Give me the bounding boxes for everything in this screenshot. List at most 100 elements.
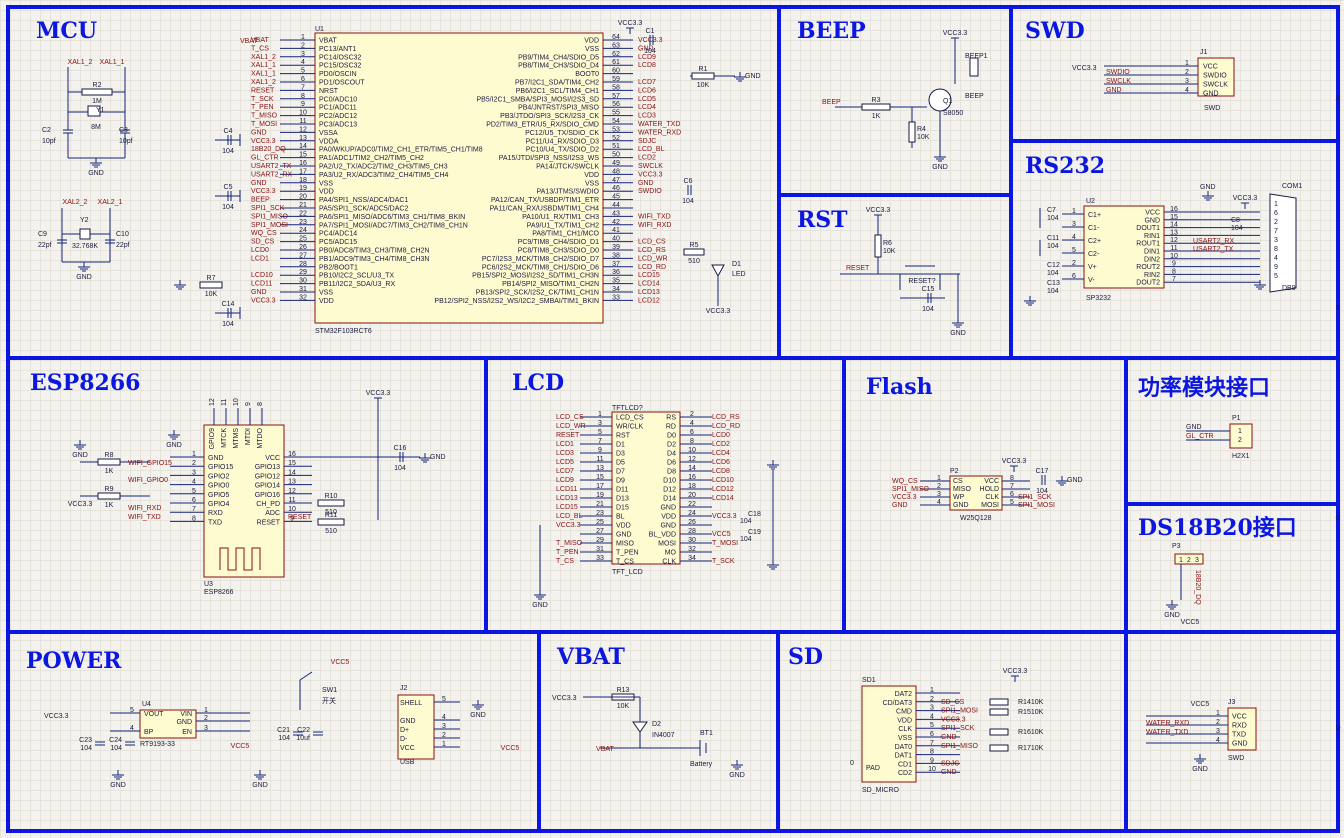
pin-number: 11 [596, 456, 603, 463]
buzzer [969, 57, 979, 77]
pin-name: PC12/U5_TX/SDIO_CK [525, 130, 599, 137]
frame-zone-mark: A [1336, 95, 1341, 102]
pin-number: 5 [442, 696, 446, 703]
connector-ref: P1 [1232, 415, 1241, 422]
pin-name: PA10/U1_RX/TIM1_CH3 [522, 214, 599, 221]
ground-label: GND [1200, 184, 1216, 191]
pin-name: CMD [896, 709, 912, 716]
pin-number: 13 [1170, 229, 1178, 236]
net-label: XAL2_1 [98, 199, 123, 206]
pin-name: VCC [400, 745, 415, 752]
pin-number: 16 [288, 451, 296, 458]
vcc-label: VCC3.3 [943, 30, 968, 37]
pin-number: 59 [612, 76, 620, 83]
pin-number: 14 [288, 469, 296, 476]
usb-connector [397, 694, 435, 760]
pin-name: CH_PD [256, 501, 280, 508]
resistor-ref: R6 [883, 240, 892, 247]
pin-number: 2 [930, 696, 934, 703]
pin-number: 4 [690, 420, 694, 427]
pin-name: HOLD [980, 486, 999, 493]
net-label: LCD13 [638, 289, 660, 296]
pin-number: 39 [612, 244, 620, 251]
pin-name: PA2/U2_TX/ADC2/TIM2_CH3/TIM5_CH3 [319, 164, 448, 171]
resistor-ref: R5 [690, 242, 699, 249]
panel-title: RS232 [1025, 153, 1106, 179]
resistor-ref: R2 [93, 82, 102, 89]
pin-number: 1 [301, 34, 305, 41]
net-label: VCC3.3 [712, 513, 737, 520]
net-label: RESET [846, 265, 870, 272]
pin-number: 13 [299, 135, 307, 142]
net-label: LCD9 [556, 477, 574, 484]
crystal-value: 8M [91, 124, 101, 131]
net-label: LCD_BL [556, 513, 583, 520]
pin-number: 29 [596, 537, 604, 544]
pin-number: 3 [1195, 557, 1199, 564]
net-label: LCD7 [556, 468, 574, 475]
resistor-value: 1K [872, 113, 881, 120]
pin-name: VSS [319, 290, 333, 297]
pin-name: PB0/ADC8/TIM3_CH3/TIM8_CH2N [319, 248, 429, 255]
pin-number: 30 [688, 537, 696, 544]
pin-number: 62 [612, 51, 620, 58]
connector-ref: P3 [1172, 543, 1181, 550]
pin-name: SHELL [400, 700, 422, 707]
chip-name: W25Q128 [960, 515, 992, 522]
pin-name: T_PEN [616, 550, 639, 557]
pin-name: CD2 [898, 770, 912, 777]
net-label: GND [638, 45, 654, 52]
pin-name: D+ [400, 727, 409, 734]
pin-name: VOUT [144, 711, 164, 718]
pin-name: VCC [1232, 714, 1247, 721]
pin-number: 4 [937, 499, 941, 506]
net-label: LCD_BL [638, 146, 665, 153]
pin-name: GPIO5 [208, 492, 230, 499]
panel-title: RST [797, 207, 848, 233]
pin-name: VDD [616, 523, 631, 530]
pin-number: 5 [598, 429, 602, 436]
ground-label: GND [932, 164, 948, 171]
pin-number: 5 [1010, 499, 1014, 506]
pin-name: VIN [180, 711, 192, 718]
resistor [989, 708, 1009, 716]
pin-name: ROUT1 [1136, 241, 1160, 248]
net-label: LCD14 [712, 495, 734, 502]
net-label: T_CS [556, 558, 574, 565]
pin-number: 34 [688, 555, 696, 562]
pin-name: GPIO9 [209, 428, 216, 450]
capacitor-value: 104 [1036, 488, 1048, 495]
net-label: T_MOSI [712, 540, 738, 547]
chip-ref: U4 [142, 701, 151, 708]
net-label: USART2_RX [251, 171, 292, 178]
net-label: LCD6 [712, 459, 730, 466]
pin-number: 6 [301, 76, 305, 83]
pin-name: PD0/OSCIN [319, 71, 357, 78]
pin-name: MOSI [981, 502, 999, 509]
net-label: SDJC [941, 760, 959, 767]
pin-number: 8 [1172, 268, 1176, 275]
ground-label: GND [1164, 612, 1180, 619]
capacitor-value: 104 [740, 536, 752, 543]
chip-name: RT9193-33 [140, 741, 175, 748]
pin-number: 22 [688, 501, 696, 508]
pin-name: PB3/JTDO/SPI3_SCK/I2S3_CK [500, 113, 599, 120]
net-label: RESET [556, 432, 580, 439]
pin-number: 26 [688, 519, 696, 526]
crystal [87, 105, 101, 117]
net-label: RESET [251, 87, 275, 94]
pin-number: 43 [612, 210, 620, 217]
pin-number: 25 [596, 519, 604, 526]
pin-name: PA5/SPI1_SCK/ADC5/DAC2 [319, 206, 408, 213]
pin-name: C2- [1088, 251, 1100, 258]
pin-name: PC15/OSC32 [319, 63, 362, 70]
pin-name: C1- [1088, 225, 1100, 232]
panel-title: POWER [26, 648, 122, 674]
pin-name: DAT0 [895, 744, 912, 751]
pin-name: DOUT2 [1136, 280, 1160, 287]
pin-number: 38 [612, 252, 620, 259]
net-label: SPI1_SCK [251, 205, 285, 212]
pin-number: 15 [299, 152, 307, 159]
ground-label: GND [76, 274, 92, 281]
pin-number: 37 [612, 261, 620, 268]
